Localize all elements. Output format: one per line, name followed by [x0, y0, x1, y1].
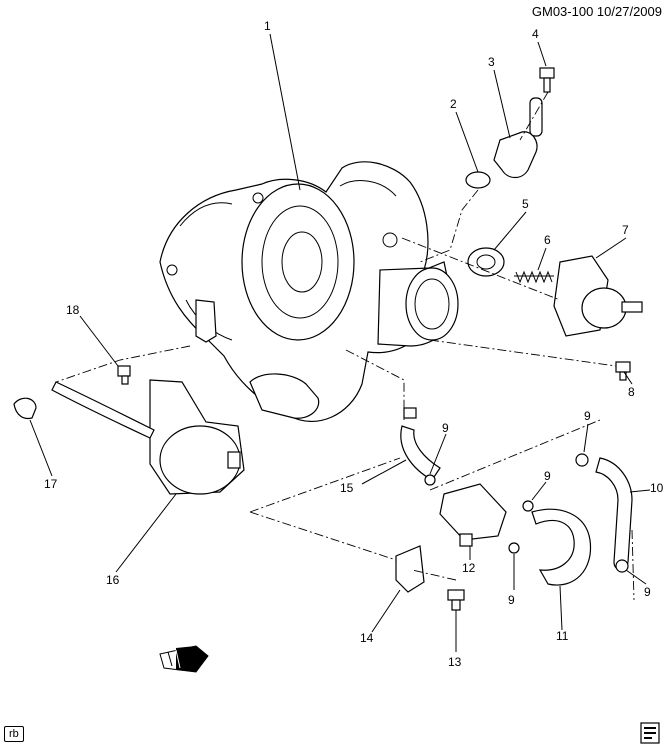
bracket-14: [395, 545, 425, 593]
diagram-reference: GM03-100 10/27/2009: [531, 4, 662, 19]
callout-9b: 9: [544, 469, 551, 483]
callout-9a: 9: [584, 409, 591, 423]
clip-17: [13, 397, 37, 420]
footer-code: rb: [4, 726, 24, 742]
hose-11: [531, 508, 592, 586]
callout-14: 14: [360, 631, 374, 645]
callout-5: 5: [522, 197, 529, 211]
bolt-13: [447, 589, 465, 611]
book-icon: [640, 722, 660, 744]
coolant-pipe-fitting-3: [493, 97, 543, 179]
callout-9c: 9: [442, 421, 449, 435]
bolt-4: [539, 67, 555, 93]
callout-15: 15: [340, 481, 354, 495]
callout-11: 11: [556, 629, 569, 643]
stud-18: [117, 365, 131, 385]
wastegate-actuator-16: [51, 379, 245, 495]
callout-18: 18: [66, 303, 80, 317]
callout-16: 16: [106, 573, 120, 587]
callout-1: 1: [264, 19, 271, 33]
callout-9d: 9: [508, 593, 515, 607]
callout-2: 2: [450, 97, 457, 111]
callout-17: 17: [44, 477, 58, 491]
bypass-valve-7: [553, 255, 643, 337]
hose-15: [400, 425, 441, 481]
turbocharger: [159, 161, 459, 423]
callout-3: 3: [488, 55, 495, 69]
hose-10: [595, 457, 633, 571]
hose-clamp: [403, 407, 629, 573]
gasket-2: [465, 171, 491, 189]
spring-6: [514, 270, 554, 284]
callout-13: 13: [448, 655, 462, 669]
valve-block-12: [439, 483, 507, 547]
callout-10: 10: [650, 481, 664, 495]
thermostat-5: [467, 247, 505, 277]
front-arrow-icon: [159, 645, 209, 673]
callout-12: 12: [462, 561, 476, 575]
callout-9e: 9: [644, 585, 651, 599]
callout-7: 7: [622, 223, 629, 237]
callout-6: 6: [544, 233, 551, 247]
callout-8: 8: [628, 385, 635, 399]
bolt-8: [615, 361, 631, 381]
callout-4: 4: [532, 27, 539, 41]
